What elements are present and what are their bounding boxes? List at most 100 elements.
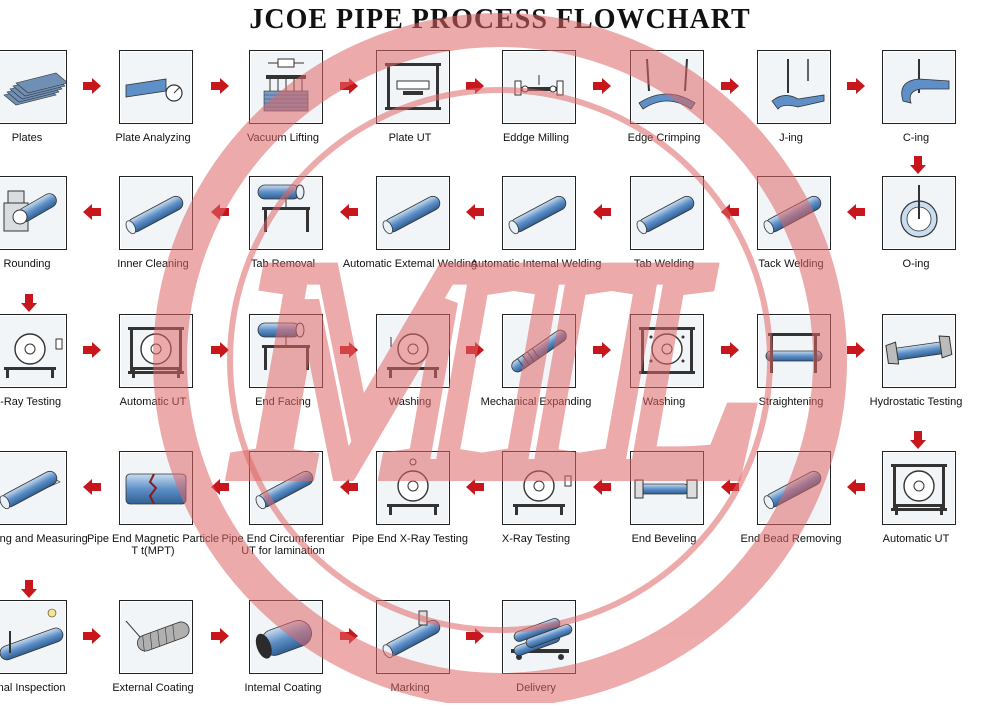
left-arrow-icon — [846, 479, 865, 495]
process-step: End Beveling — [604, 451, 724, 569]
process-step: Plates — [0, 50, 87, 168]
right-arrow-icon — [83, 342, 101, 358]
step-label: Intemal Coating — [244, 682, 322, 694]
down-arrow-icon — [910, 156, 926, 174]
x-ray-icon — [502, 451, 576, 525]
plates-icon — [0, 50, 67, 124]
step-label: Final Inspection — [0, 682, 66, 694]
end-beveling-icon — [630, 451, 704, 525]
external-coating-icon — [119, 600, 193, 674]
final-inspection-icon — [0, 600, 67, 674]
step-label: Vacuum Lifting — [247, 132, 319, 144]
step-label: Edge Crimping — [627, 132, 701, 144]
process-step: Mechanical Expanding — [476, 314, 596, 432]
right-arrow-icon — [593, 78, 611, 94]
process-step: Final Inspection — [0, 600, 87, 718]
process-step: Automatic UT — [93, 314, 213, 432]
step-label: End Beveling — [631, 533, 697, 545]
marking-icon — [376, 600, 450, 674]
washing-frame-icon — [630, 314, 704, 388]
right-arrow-icon — [83, 628, 101, 644]
step-label: Marking — [390, 682, 430, 694]
x-ray-icon — [0, 314, 67, 388]
internal-coating-icon — [249, 600, 323, 674]
internal-welding-icon — [502, 176, 576, 250]
page-title: JCOE PIPE PROCESS FLOWCHART — [249, 4, 751, 35]
process-step: X-Ray Testing — [0, 314, 87, 432]
plate-ut-icon — [376, 50, 450, 124]
process-step: Marking — [350, 600, 470, 718]
process-step: O-ing — [856, 176, 976, 294]
c-ing-icon — [882, 50, 956, 124]
process-step: Pipe End Circumferentiar UT for laminati… — [222, 451, 344, 569]
mechanical-expanding-icon — [502, 314, 576, 388]
j-ing-icon — [757, 50, 831, 124]
step-label: End Bead Removing — [740, 533, 842, 545]
step-label: Plate Analyzing — [115, 132, 191, 144]
right-arrow-icon — [720, 78, 739, 94]
down-arrow-icon — [21, 294, 37, 312]
step-label: Tab Welding — [633, 258, 695, 270]
right-arrow-icon — [339, 342, 358, 358]
left-arrow-icon — [720, 204, 739, 220]
step-label: O-ing — [902, 258, 930, 270]
step-label: Hydrostatic Testing — [869, 396, 963, 408]
edge-crimping-icon — [630, 50, 704, 124]
step-label: Plates — [11, 132, 43, 144]
process-step: Tab Removal — [223, 176, 343, 294]
left-arrow-icon — [593, 204, 611, 220]
pipe-end-x-ray-icon — [376, 451, 450, 525]
step-label: Tack Welding — [758, 258, 824, 270]
left-arrow-icon — [83, 204, 101, 220]
process-step: Automatic UT — [856, 451, 976, 569]
step-label: Straightening — [758, 396, 824, 408]
process-step: Tack Welding — [731, 176, 851, 294]
process-step: Tab Welding — [604, 176, 724, 294]
left-arrow-icon — [211, 479, 229, 495]
process-step: Inner Cleaning — [93, 176, 213, 294]
step-label: Rounding — [3, 258, 51, 270]
step-label: Tab Removal — [250, 258, 316, 270]
weighing-icon — [0, 451, 67, 525]
left-arrow-icon — [339, 479, 358, 495]
vacuum-lifting-icon — [249, 50, 323, 124]
process-step: Automatic Intemal Welding — [471, 176, 601, 294]
process-step: Washing — [350, 314, 470, 432]
process-step: C-ing — [856, 50, 976, 168]
step-label: X-Ray Testing — [0, 396, 62, 408]
tack-welding-icon — [757, 176, 831, 250]
left-arrow-icon — [466, 204, 484, 220]
tab-welding-icon — [630, 176, 704, 250]
down-arrow-icon — [21, 580, 37, 598]
right-arrow-icon — [593, 342, 611, 358]
automatic-ut-icon — [119, 314, 193, 388]
mpt-icon — [119, 451, 193, 525]
step-label: External Coating — [112, 682, 194, 694]
o-ing-icon — [882, 176, 956, 250]
right-arrow-icon — [466, 78, 484, 94]
process-step: Weighing and Measuring — [0, 451, 88, 569]
right-arrow-icon — [720, 342, 739, 358]
step-label: End Facing — [255, 396, 311, 408]
hydrostatic-testing-icon — [882, 314, 956, 388]
right-arrow-icon — [83, 78, 101, 94]
right-arrow-icon — [339, 628, 358, 644]
process-step: Vacuum Lifting — [223, 50, 343, 168]
step-label: Inner Cleaning — [117, 258, 189, 270]
rounding-icon — [0, 176, 67, 250]
external-welding-icon — [376, 176, 450, 250]
right-arrow-icon — [211, 78, 229, 94]
step-label: Eddge Milling — [502, 132, 570, 144]
left-arrow-icon — [83, 479, 101, 495]
step-label: C-ing — [902, 132, 930, 144]
left-arrow-icon — [720, 479, 739, 495]
end-bead-removing-icon — [757, 451, 831, 525]
right-arrow-icon — [466, 628, 484, 644]
process-step: Pipe End Magnetic Particle T t(MPT) — [87, 451, 219, 569]
edge-milling-icon — [502, 50, 576, 124]
process-step: Hydrostatic Testing — [856, 314, 976, 432]
step-label: Pipe End Circumferentiar UT for laminati… — [221, 533, 345, 557]
right-arrow-icon — [466, 342, 484, 358]
right-arrow-icon — [339, 78, 358, 94]
process-step: X-Ray Testing — [476, 451, 596, 569]
